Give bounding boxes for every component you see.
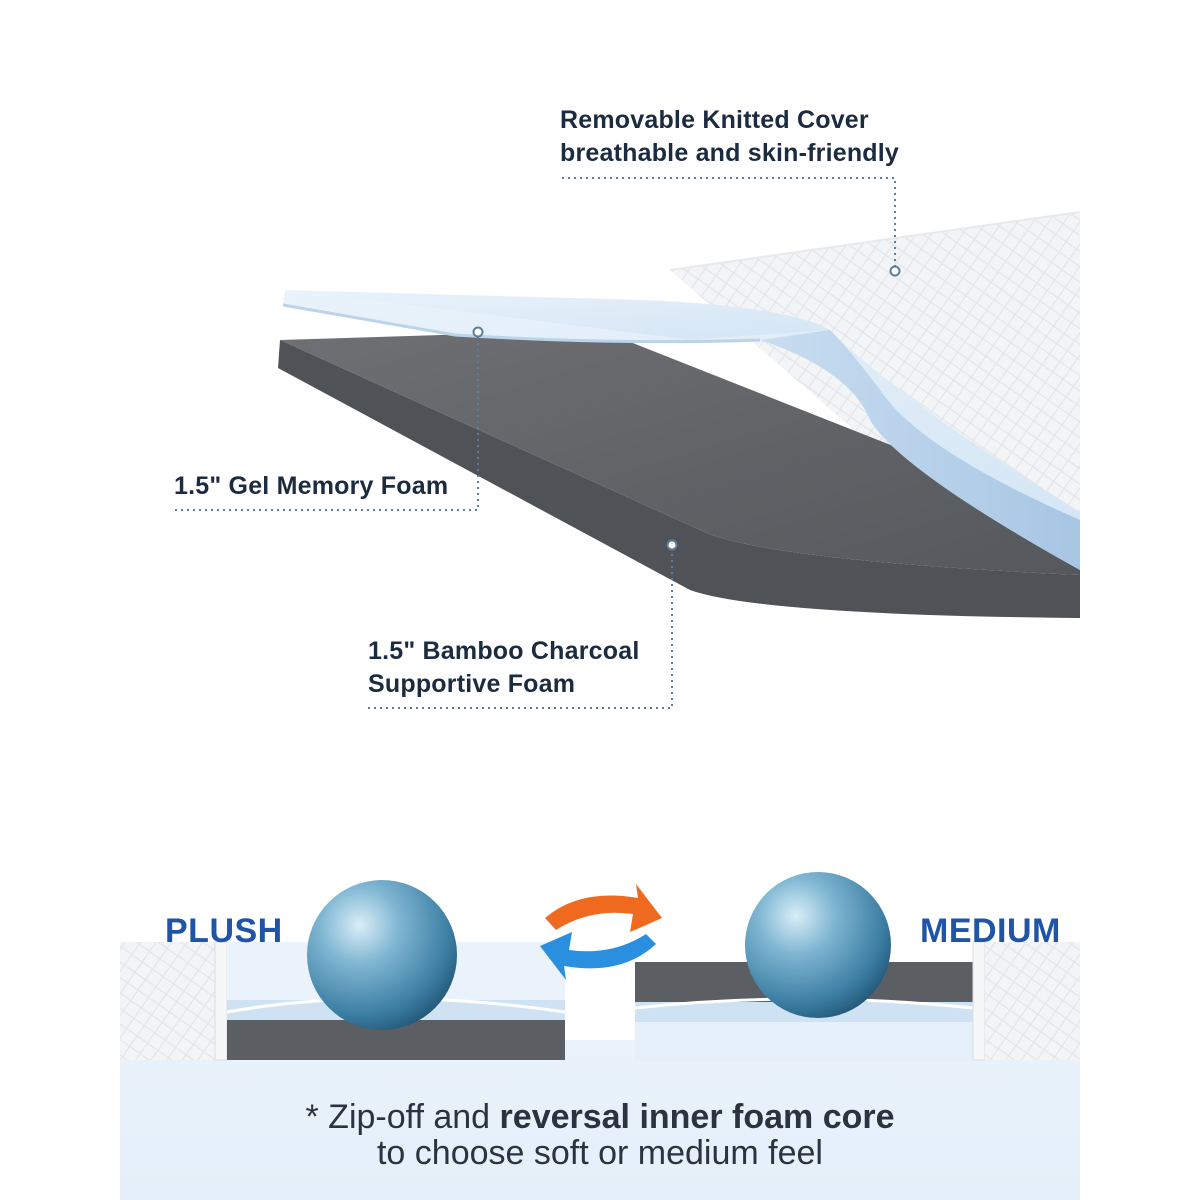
caption-normal-text: Zip-off and: [328, 1098, 491, 1136]
charcoal-label-line2: Supportive Foam: [368, 670, 576, 698]
callout-lines: [175, 177, 896, 709]
caption-bold-text: reversal inner foam core: [499, 1098, 895, 1136]
cover-label-line2: breathable and skin-friendly: [560, 139, 900, 167]
plush-mattress-section: [120, 880, 566, 1061]
medium-mattress-section: [634, 872, 1080, 1062]
cover-label: Removable Knitted Cover breathable and s…: [560, 104, 899, 170]
plush-badge: PLUSH: [165, 912, 283, 950]
caption-band: [120, 1040, 1080, 1200]
charcoal-foam-label: 1.5" Bamboo Charcoal Supportive Foam: [368, 635, 639, 701]
medium-badge: MEDIUM: [920, 912, 1061, 950]
charcoal-label-line1: 1.5" Bamboo Charcoal: [368, 637, 640, 665]
charcoal-foam-layer: [278, 330, 1080, 618]
medium-ball-icon: [745, 872, 891, 1018]
caption-line2: to choose soft or medium feel: [376, 1134, 823, 1172]
gel-foam-label: 1.5" Gel Memory Foam: [174, 472, 449, 500]
swap-arrows-icon: [540, 884, 662, 980]
caption-line1: * Zip-off and reversal inner foam core: [120, 1098, 1080, 1136]
cover-label-line1: Removable Knitted Cover: [560, 106, 869, 134]
callout-dots: [472, 265, 901, 551]
gel-foam-layer: [282, 290, 1080, 570]
plush-ball-icon: [307, 880, 457, 1030]
caption-bullet: *: [305, 1098, 319, 1136]
